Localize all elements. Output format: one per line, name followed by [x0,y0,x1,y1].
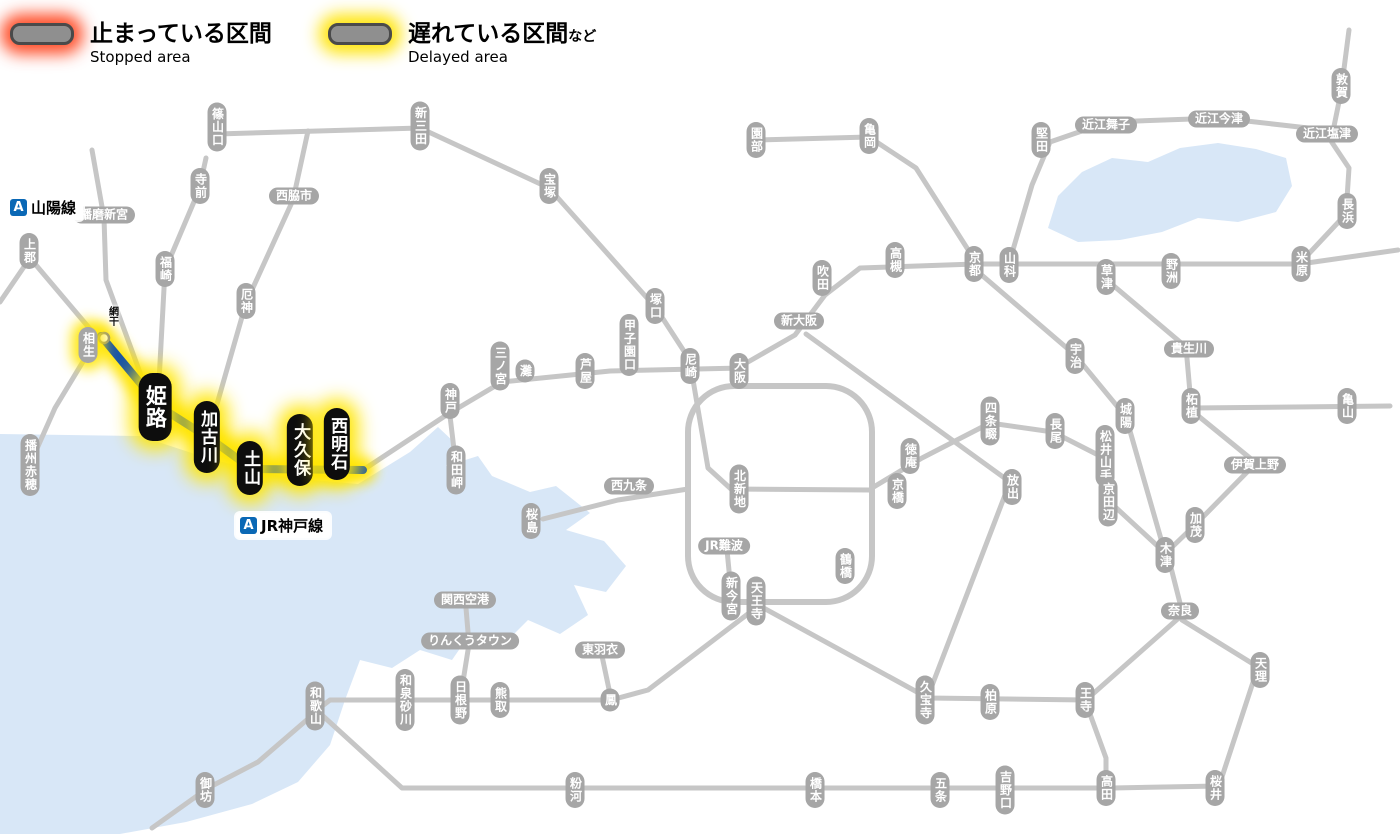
stopped-area-swatch [10,23,74,45]
rail-line-tozai [689,371,873,493]
rail-line-kansai-east [1189,403,1393,411]
rail-line-yumesaki [540,486,691,522]
legend-delayed-suffix: など [568,29,597,45]
rail-line-yamatoji [757,603,1184,703]
legend-stopped-text: 止まっている区間 Stopped area [90,14,272,66]
water-lake-biwa [1048,143,1292,242]
rail-line-gakkentoshi [869,420,1166,554]
legend-stopped: 止まっている区間 Stopped area [10,14,272,66]
rail-line-kansai-west [1164,407,1259,610]
rail-line-sagano [754,134,977,262]
line-label-sanyo-text: 山陽線 [31,199,77,217]
line-symbol-a-icon: A [240,517,257,534]
rail-line-kusatsu-line [1105,278,1194,407]
line-start-marker [97,331,111,345]
rail-line-hagoromo [599,653,613,697]
rail-line-wakayama-line [320,700,1109,791]
rail-line-kyoto-line [738,261,978,369]
rail-line-biwako [972,247,1400,267]
legend-stopped-label-ja: 止まっている区間 [90,21,272,47]
rail-line-bantan [155,155,209,403]
line-symbol-a-icon: A [10,199,27,216]
rail-line-wadamisaki [447,413,459,469]
rail-line-fukuchiyama [214,125,694,365]
rail-line-nara-line [974,268,1166,549]
delayed-area-swatch [327,23,392,45]
rail-line-namba-stub [724,547,734,594]
rail-line-osaka-loop [685,383,875,605]
rail-line-kishin [89,147,153,403]
rail-line-kakogawa [206,128,311,435]
rail-line-sakurai-line [1110,617,1261,791]
legend-delayed: 遅れている区間など Delayed area [327,14,596,66]
rail-line-kinokuni [149,709,319,831]
legend: 止まっている区間 Stopped area 遅れている区間など Delayed … [10,14,596,66]
line-label-kobe-text: JR神戸線 [261,517,324,535]
legend-delayed-label-en: Delayed area [407,48,508,66]
line-label-sanyo: A 山陽線 [6,195,84,220]
rail-line-sanyo-west [0,255,99,339]
water-osaka-bay [0,427,626,834]
legend-delayed-label-ja: 遅れている区間 [407,21,569,47]
legend-stopped-label-en: Stopped area [90,48,191,66]
rail-line-hokuriku [1299,27,1352,264]
line-label-jr-kobe: A JR神戸線 [236,513,331,538]
legend-delayed-text: 遅れている区間など Delayed area [408,14,596,66]
